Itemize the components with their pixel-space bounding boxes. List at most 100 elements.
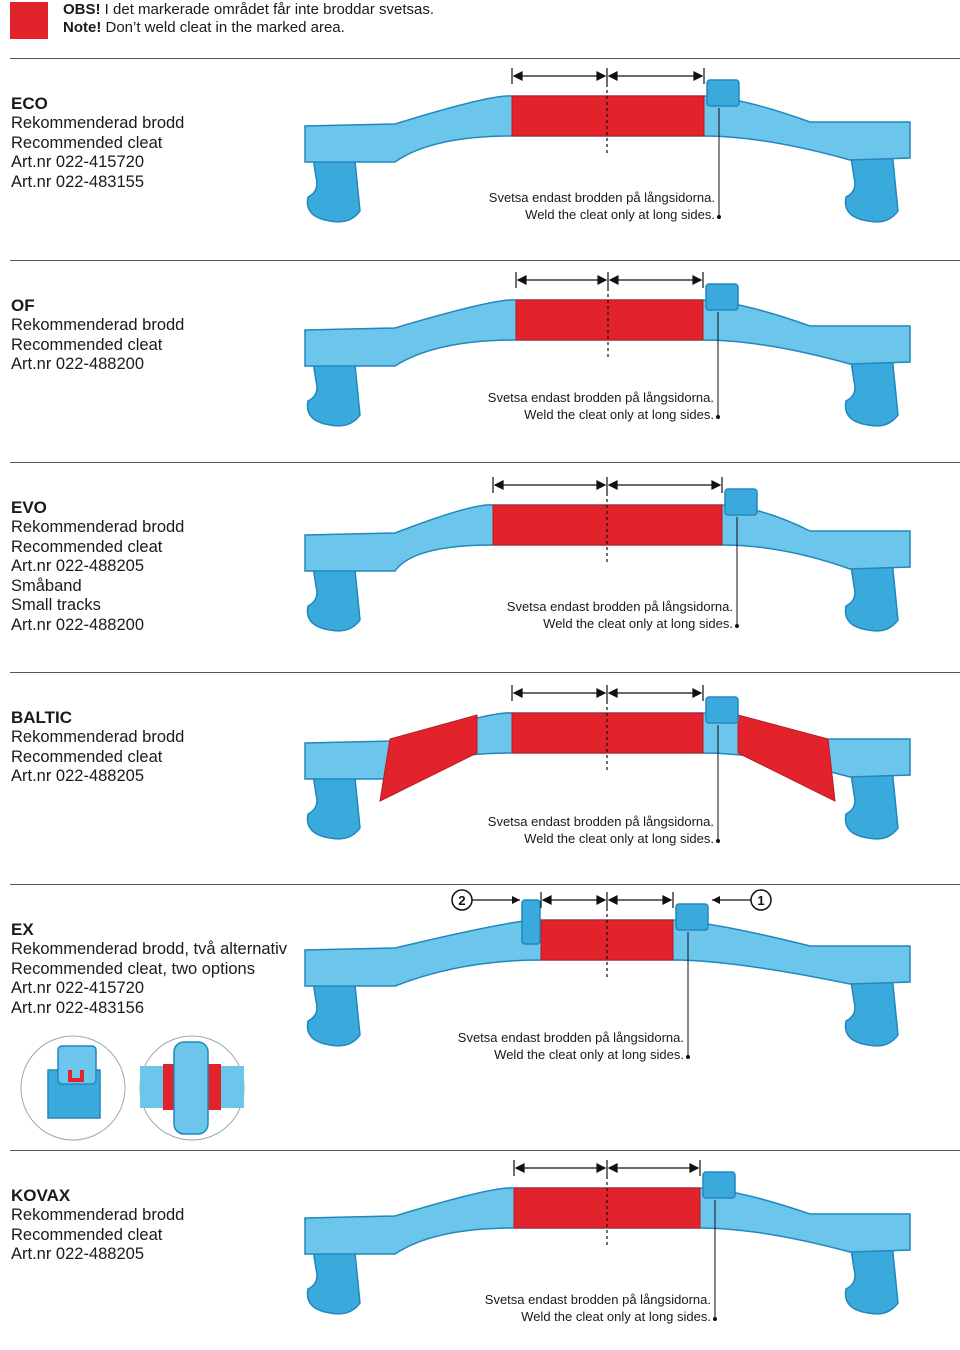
weld-caption-en: Weld the cleat only at long sides. [524,831,714,846]
leader-dot [717,215,721,219]
section-info-line: Rekommenderad brodd [11,316,185,334]
weld-caption-sv: Svetsa endast brodden på långsidorna. [506,599,733,614]
section-info-line: Art.nr 022-488200 [11,355,145,374]
leader-dot [735,624,739,628]
marker-option-2: 2 [451,889,520,911]
section-divider [10,462,960,463]
weld-caption: Svetsa endast brodden på långsidorna. Wel… [485,1291,711,1325]
section-info-line: Art.nr 022-488200 [11,616,145,634]
section-title: EVO [11,498,47,517]
section-info-line: Rekommenderad brodd [11,1206,185,1224]
note-obs-label: OBS! [63,1,101,18]
track-illustration [304,272,911,427]
section-info-line: Art.nr 022-415720 [11,979,145,998]
weld-caption-en: Weld the cleat only at long sides. [525,207,715,222]
track-illustration [304,477,911,632]
weld-caption-en: Weld the cleat only at long sides. [524,407,714,422]
no-weld-note: OBS! I det markerade området får inte br… [0,0,960,56]
section-info-line: Rekommenderad brodd, två alternativ [11,940,288,958]
note-obs-text: I det markerade området får inte broddar… [104,1,434,18]
section-info-line: Recommended cleat [11,133,163,152]
section-info-line: Art.nr 022-488205 [11,1245,145,1264]
weld-caption: Svetsa endast brodden på långsidorna. Wel… [489,189,715,223]
note-note-text: Don’t weld cleat in the marked area. [105,19,345,36]
track-illustration [304,1160,911,1321]
section-title: ECO [11,94,48,113]
weld-caption-sv: Svetsa endast brodden på långsidorna. [488,190,715,205]
section-divider [10,58,960,59]
weld-caption: Svetsa endast brodden på långsidorna. Wel… [488,813,714,847]
marker-option-1: 1 [712,889,772,911]
note-note-label: Note! [63,19,102,36]
cleat [706,79,740,107]
section-divider [10,672,960,673]
detail-cleat [173,1041,209,1135]
cleat [705,283,739,311]
marker-label: 1 [757,893,764,908]
dimension-arrows [511,685,704,773]
section-info-line: Recommended cleat [11,537,163,556]
cleat [705,696,739,724]
weld-caption-sv: Svetsa endast brodden på långsidorna. [487,390,714,405]
weld-caption: Svetsa endast brodden på långsidorna. Wel… [458,1029,684,1063]
section-info-line: Recommended cleat [11,1225,163,1244]
note-line-en: Note! Don’t weld cleat in the marked are… [63,19,345,37]
section-title: BALTIC [11,708,73,727]
section-divider [10,1150,960,1151]
section-info-line: Art.nr 022-415720 [11,153,145,172]
weld-caption-en: Weld the cleat only at long sides. [494,1047,684,1062]
section-title: EX [11,920,34,939]
dimension-arrows [492,477,723,565]
section-info-line: Småband [11,576,82,595]
detail-red-mark [68,1070,84,1082]
no-weld-zone-right [737,714,836,802]
note-line-sv: OBS! I det markerade området får inte br… [63,1,434,19]
leader-dot [716,415,720,419]
section-info-line: Recommended cleat [11,335,163,354]
section-info-line: Art.nr 022-488205 [11,557,145,576]
weld-caption-sv: Svetsa endast brodden på långsidorna. [457,1030,684,1045]
cleat [675,903,709,931]
leader-dot [716,839,720,843]
weld-caption: Svetsa endast brodden på långsidorna. Wel… [488,389,714,423]
weld-caption: Svetsa endast brodden på långsidorna. Wel… [507,598,733,632]
section-info-line: Art.nr 022-483155 [11,172,145,191]
section-info-line: Art.nr 022-488205 [11,767,145,786]
weld-caption-sv: Svetsa endast brodden på långsidorna. [487,814,714,829]
section-info-line: Small tracks [11,596,101,615]
cleat [702,1171,736,1199]
section-title: OF [11,296,35,315]
detail-cleat [57,1045,97,1085]
section-title: KOVAX [11,1186,71,1205]
no-weld-zone [515,299,704,341]
marker-label: 2 [458,893,465,908]
track-illustration [304,68,911,223]
section-info-line: Recommended cleat, two options [11,959,255,978]
section-info-line: Rekommenderad brodd [11,518,185,536]
detail-option-2 [20,1035,126,1141]
section-info-line: Art.nr 022-483156 [11,998,145,1017]
cleat [724,488,758,516]
dimension-arrows [515,272,704,360]
no-weld-zone-left [379,714,478,802]
cleat-alt [521,899,541,945]
detail-option-1 [139,1035,245,1141]
weld-caption-en: Weld the cleat only at long sides. [543,616,733,631]
dimension-arrows [513,1160,701,1248]
track-illustration [304,685,911,843]
section-divider [10,884,960,885]
weld-caption-en: Weld the cleat only at long sides. [521,1309,711,1324]
section-info-line: Rekommenderad brodd [11,728,185,746]
leader-dot [713,1317,717,1321]
leader-dot [686,1055,690,1059]
weld-caption-sv: Svetsa endast brodden på långsidorna. [484,1292,711,1307]
no-weld-zone [511,95,705,137]
section-info-line: Rekommenderad brodd [11,114,185,132]
